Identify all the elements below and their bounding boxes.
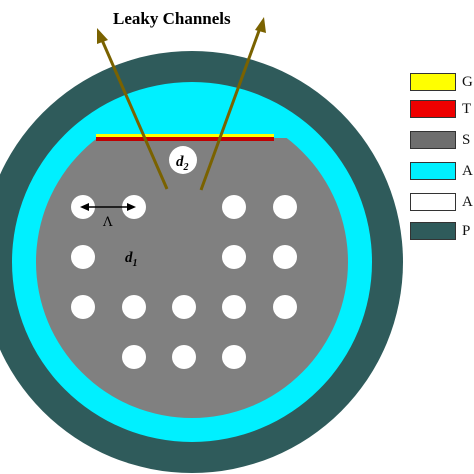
titanium-strip	[96, 137, 274, 141]
leaky-channel-arrows	[97, 17, 266, 191]
legend-swatch	[410, 131, 456, 149]
pitch-arrow	[80, 203, 136, 211]
silica-core	[36, 138, 348, 418]
legend-label: P	[462, 223, 471, 239]
air-hole	[222, 245, 246, 269]
air-hole	[172, 295, 196, 319]
legend-item-air: A	[410, 193, 474, 213]
air-holes	[71, 195, 297, 369]
air-hole	[71, 295, 95, 319]
leaky-arrow-right	[199, 27, 262, 191]
d2-label: d2	[176, 154, 189, 173]
air-hole	[172, 345, 196, 369]
legend-item-pml: P	[410, 222, 474, 242]
gold-strip	[96, 134, 274, 137]
d1-label: d1	[125, 250, 138, 269]
legend-swatch	[410, 162, 456, 180]
arrow-head-left	[97, 28, 108, 44]
air-hole	[222, 195, 246, 219]
legend-item-titanium: T	[410, 100, 474, 120]
air-hole	[222, 295, 246, 319]
pitch-label: Λ	[102, 215, 113, 230]
d2-hole	[169, 146, 197, 174]
legend-swatch	[410, 73, 456, 91]
legend-label: A	[462, 163, 473, 179]
air-hole	[122, 295, 146, 319]
legend-swatch	[410, 100, 456, 118]
legend-item-gold: G	[410, 73, 474, 93]
air-hole	[71, 245, 95, 269]
legend-item-analyte: A	[410, 162, 474, 182]
leaky-arrow-left	[100, 39, 169, 190]
air-hole	[273, 295, 297, 319]
arrow-head-right	[255, 17, 266, 33]
legend-label: G	[462, 74, 473, 90]
air-hole	[222, 345, 246, 369]
legend-label: S	[462, 132, 471, 148]
diagram-title: Leaky Channels	[113, 9, 231, 28]
legend-swatch	[410, 193, 456, 211]
legend-item-silica: S	[410, 131, 474, 151]
air-hole	[273, 245, 297, 269]
legend-swatch	[410, 222, 456, 240]
legend-label: T	[462, 101, 472, 117]
air-hole	[273, 195, 297, 219]
air-hole	[122, 345, 146, 369]
legend-label: A	[462, 194, 473, 210]
